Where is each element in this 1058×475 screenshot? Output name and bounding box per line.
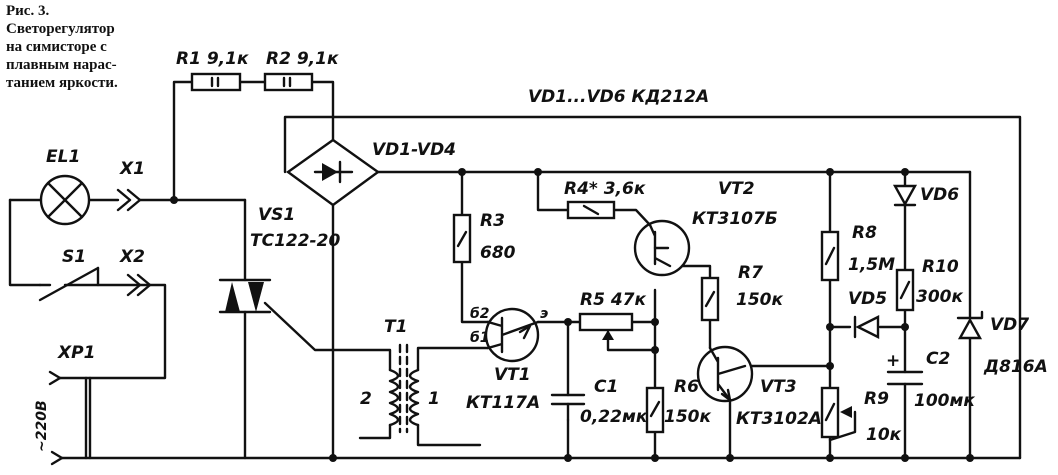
label-r7-val: 150к <box>736 290 783 310</box>
label-r1: R1 9,1к <box>176 49 249 69</box>
label-vd5: VD5 <box>848 289 887 309</box>
caption-line: Светорегулятор <box>6 21 115 37</box>
label-r3-val: 680 <box>480 243 516 263</box>
label-el1: EL1 <box>46 147 80 167</box>
plug-xp1 <box>48 370 88 466</box>
transistor-vt2 <box>633 219 691 277</box>
label-vs1-type: ТС122-20 <box>250 231 340 251</box>
label-vd7-type: Д816А <box>983 357 1048 377</box>
potentiometer-r9 <box>820 386 852 439</box>
resistor-r1 <box>190 72 242 92</box>
transistor-vt1 <box>484 307 540 363</box>
label-vd6: VD6 <box>920 185 959 205</box>
connector-x1 <box>116 188 142 212</box>
label-t1-w2: 2 <box>360 389 372 409</box>
label-r2: R2 9,1к <box>266 49 339 69</box>
label-r9-val: 10к <box>866 425 902 445</box>
diode-vd6 <box>892 184 918 207</box>
resistor-r7 <box>700 276 720 322</box>
resistor-r2 <box>263 72 314 92</box>
label-t1-w1: 1 <box>428 389 440 409</box>
label-vt3: VT3 <box>760 377 797 397</box>
resistor-r10 <box>895 268 915 312</box>
label-c1: C1 <box>594 377 618 397</box>
label-r3: R3 <box>480 211 505 231</box>
label-vt1-b1: б1 <box>470 330 490 346</box>
label-mains: ~220В <box>34 400 50 452</box>
label-r8-val: 1,5М <box>848 255 895 275</box>
label-r6-val: 150к <box>664 407 711 427</box>
label-s1: S1 <box>62 247 86 267</box>
label-c2-val: 100мк <box>914 391 975 411</box>
caption-line: плавным нарас- <box>6 57 117 73</box>
resistor-r3 <box>452 213 472 264</box>
component-labels: R1 9,1к R2 9,1к VD1...VD6 КД212А VD1-VD4… <box>34 49 1048 452</box>
label-vd7: VD7 <box>990 315 1029 335</box>
connector-x2 <box>126 273 152 297</box>
label-r10: R10 <box>922 257 959 277</box>
label-c2: C2 <box>926 349 950 369</box>
label-x1: X1 <box>119 159 145 179</box>
label-r4: R4* 3,6к <box>564 179 646 199</box>
label-vt1-b2: б2 <box>470 306 490 322</box>
label-r5: R5 47к <box>580 290 646 310</box>
label-r7: R7 <box>738 263 763 283</box>
label-r10-val: 300к <box>916 287 963 307</box>
transformer-t1 <box>388 343 420 434</box>
label-vt2: VT2 <box>718 179 755 199</box>
diode-bridge-vd1-vd4 <box>285 138 381 207</box>
label-x2: X2 <box>119 247 145 267</box>
label-vt1-type: КТ117А <box>466 393 540 413</box>
label-xp1: XP1 <box>57 343 95 363</box>
label-t1: T1 <box>384 317 407 337</box>
zener-vd7 <box>956 310 984 340</box>
wires <box>8 80 1022 460</box>
label-r9: R9 <box>864 389 889 409</box>
lamp-el1 <box>39 174 91 226</box>
label-bridge: VD1-VD4 <box>372 140 456 160</box>
label-r8: R8 <box>852 223 877 243</box>
label-vt3-type: КТ3102А <box>736 409 822 429</box>
label-vt2-type: КТ3107Б <box>692 209 778 229</box>
resistor-r8 <box>820 230 840 282</box>
label-c2-plus: + <box>886 351 900 371</box>
capacitor-c1 <box>550 393 586 422</box>
label-r6: R6 <box>674 377 699 397</box>
label-vs1: VS1 <box>258 205 295 225</box>
label-c1-val: 0,22мк <box>580 407 648 427</box>
potentiometer-r5 <box>578 312 634 340</box>
caption-line: на симисторе с <box>6 39 107 55</box>
caption-line: Рис. 3. <box>6 3 50 19</box>
capacitor-c2 <box>886 370 924 386</box>
transistor-vt3 <box>696 345 754 403</box>
diode-vd5 <box>853 315 880 339</box>
caption-line: танием яркости. <box>6 75 118 91</box>
resistor-r4 <box>566 200 616 220</box>
label-vt1: VT1 <box>494 365 531 385</box>
figure-caption: Рис. 3. Светорегулятор на симисторе с пл… <box>6 2 166 92</box>
label-diodes-note: VD1...VD6 КД212А <box>528 87 709 107</box>
label-vt1-e: э <box>540 306 548 322</box>
switch-s1 <box>38 266 100 302</box>
triac-vs1 <box>218 278 272 314</box>
resistor-r6 <box>645 386 665 434</box>
junctions <box>170 168 974 462</box>
